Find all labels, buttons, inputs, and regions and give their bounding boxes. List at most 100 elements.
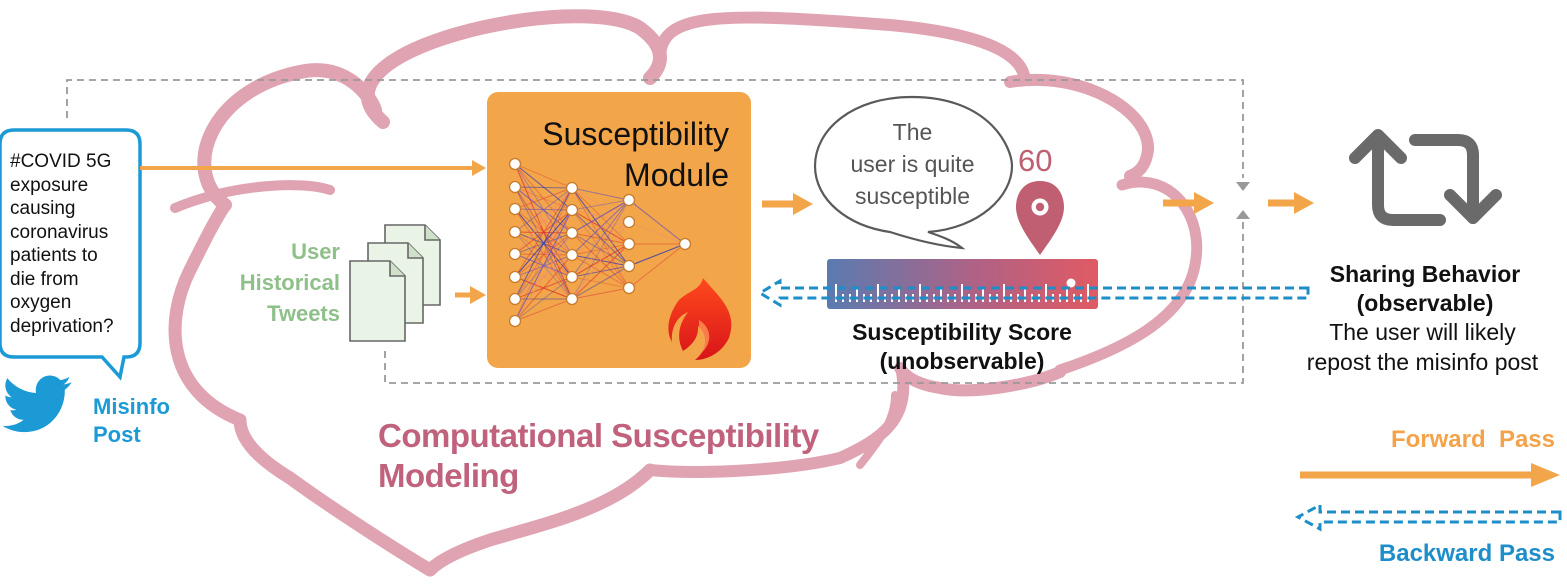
nn-edge bbox=[514, 298, 573, 322]
nn-edge bbox=[514, 187, 573, 278]
legend-backward-label: Backward Pass bbox=[1378, 540, 1555, 567]
post-line: coronavirus bbox=[10, 221, 109, 243]
misinfo-label-line2: Post bbox=[93, 422, 141, 447]
cloud-outline bbox=[168, 9, 1203, 577]
location-pin-icon bbox=[1016, 181, 1064, 255]
ruler-marker bbox=[1066, 278, 1076, 288]
cloud-label: Computational Susceptibility Modeling bbox=[378, 416, 848, 496]
nn-node bbox=[622, 281, 636, 295]
nn-edge bbox=[514, 187, 573, 233]
nn-node bbox=[565, 248, 579, 262]
nn-node bbox=[508, 314, 522, 328]
score-label-line1: Susceptibility Score bbox=[852, 319, 1072, 345]
legend-backward-arrow bbox=[1294, 502, 1562, 532]
nn-node bbox=[622, 237, 636, 251]
misinfo-post-text: #COVID 5G exposure causing coronavirus p… bbox=[10, 150, 140, 338]
nn-node bbox=[622, 215, 636, 229]
nn-node bbox=[565, 292, 579, 306]
nn-edge bbox=[514, 254, 573, 322]
nn-edge bbox=[571, 276, 630, 289]
post-line: die from bbox=[10, 268, 79, 290]
sharing-desc-line2: repost the misinfo post bbox=[1306, 349, 1539, 375]
repost-icon bbox=[1349, 129, 1502, 226]
nn-edge bbox=[571, 243, 630, 300]
bubble-line2: user is quite bbox=[850, 151, 975, 177]
nn-edge bbox=[514, 187, 573, 210]
nn-edge bbox=[514, 163, 573, 189]
twitter-bird-icon bbox=[2, 375, 72, 433]
sharing-description: The user will likely repost the misinfo … bbox=[1280, 317, 1565, 377]
nn-edge bbox=[571, 221, 630, 300]
nn-node bbox=[508, 180, 522, 194]
nn-edge bbox=[514, 209, 573, 300]
backward-arrow bbox=[757, 278, 1310, 308]
nn-node bbox=[565, 270, 579, 284]
nn-edge bbox=[571, 209, 630, 289]
nn-edge bbox=[514, 186, 573, 189]
post-line: oxygen bbox=[10, 292, 72, 313]
forward-arrows bbox=[140, 160, 1314, 304]
post-bubble bbox=[0, 128, 142, 381]
post-line: #COVID 5G bbox=[10, 151, 112, 172]
tweets-label-line2: Historical bbox=[239, 270, 340, 295]
nn-edge bbox=[628, 243, 686, 267]
merge-triangles bbox=[1236, 182, 1250, 219]
nn-edge bbox=[571, 199, 630, 300]
nn-node bbox=[508, 270, 522, 284]
document-stack-icon bbox=[349, 224, 441, 342]
neural-network bbox=[508, 157, 692, 328]
sharing-title-line1: Sharing Behavior bbox=[1329, 261, 1521, 287]
nn-node bbox=[565, 181, 579, 195]
nn-edge bbox=[571, 243, 630, 256]
nn-edge bbox=[514, 187, 573, 255]
nn-node bbox=[508, 247, 522, 261]
nn-edge bbox=[571, 199, 630, 234]
nn-node bbox=[565, 203, 579, 217]
tweets-label-line1: User bbox=[291, 239, 340, 264]
nn-edge bbox=[571, 199, 630, 211]
sharing-title: Sharing Behavior (observable) bbox=[1290, 260, 1560, 318]
post-line: deprivation? bbox=[10, 315, 114, 337]
module-title: Susceptibility Module bbox=[495, 114, 729, 196]
nn-edge bbox=[514, 209, 573, 322]
nn-edge bbox=[571, 265, 630, 300]
module-title-line2: Module bbox=[624, 157, 729, 193]
score-label: Susceptibility Score (unobservable) bbox=[812, 318, 1112, 376]
bubble-line1: The bbox=[892, 119, 933, 145]
nn-node bbox=[678, 237, 692, 251]
nn-node bbox=[622, 259, 636, 273]
bubble-line3: susceptible bbox=[854, 183, 971, 209]
nn-edge bbox=[514, 209, 573, 255]
sharing-title-line2: (observable) bbox=[1356, 290, 1494, 316]
nn-node bbox=[508, 225, 522, 239]
speech-bubble-shape bbox=[813, 95, 1014, 250]
nn-node bbox=[508, 292, 522, 306]
nn-edge bbox=[628, 221, 686, 245]
nn-node bbox=[508, 157, 522, 171]
score-value: 60 bbox=[1018, 143, 1053, 178]
cloud-label-line2: Modeling bbox=[378, 457, 519, 494]
score-label-line2: (unobservable) bbox=[879, 348, 1045, 374]
nn-edge bbox=[571, 287, 630, 300]
speech-bubble-text: The user is quite susceptible bbox=[815, 116, 1010, 212]
nn-edge bbox=[628, 199, 686, 245]
nn-edge bbox=[571, 187, 630, 201]
nn-edge bbox=[514, 232, 573, 322]
nn-edge bbox=[514, 276, 573, 322]
nn-node bbox=[565, 226, 579, 240]
nn-edge bbox=[514, 187, 573, 300]
nn-node bbox=[508, 202, 522, 216]
sharing-desc-line1: The user will likely bbox=[1329, 319, 1516, 345]
nn-edge bbox=[571, 187, 630, 223]
post-line: exposure bbox=[10, 174, 89, 196]
misinfo-post-label: Misinfo Post bbox=[93, 393, 170, 449]
dashed-frame bbox=[66, 79, 1244, 384]
flame-icon bbox=[668, 278, 732, 360]
nn-edge bbox=[571, 221, 630, 278]
nn-edge bbox=[571, 232, 630, 267]
user-tweets-label: User Historical Tweets bbox=[190, 236, 340, 329]
post-line: patients to bbox=[10, 245, 98, 266]
nn-edge bbox=[514, 187, 573, 322]
